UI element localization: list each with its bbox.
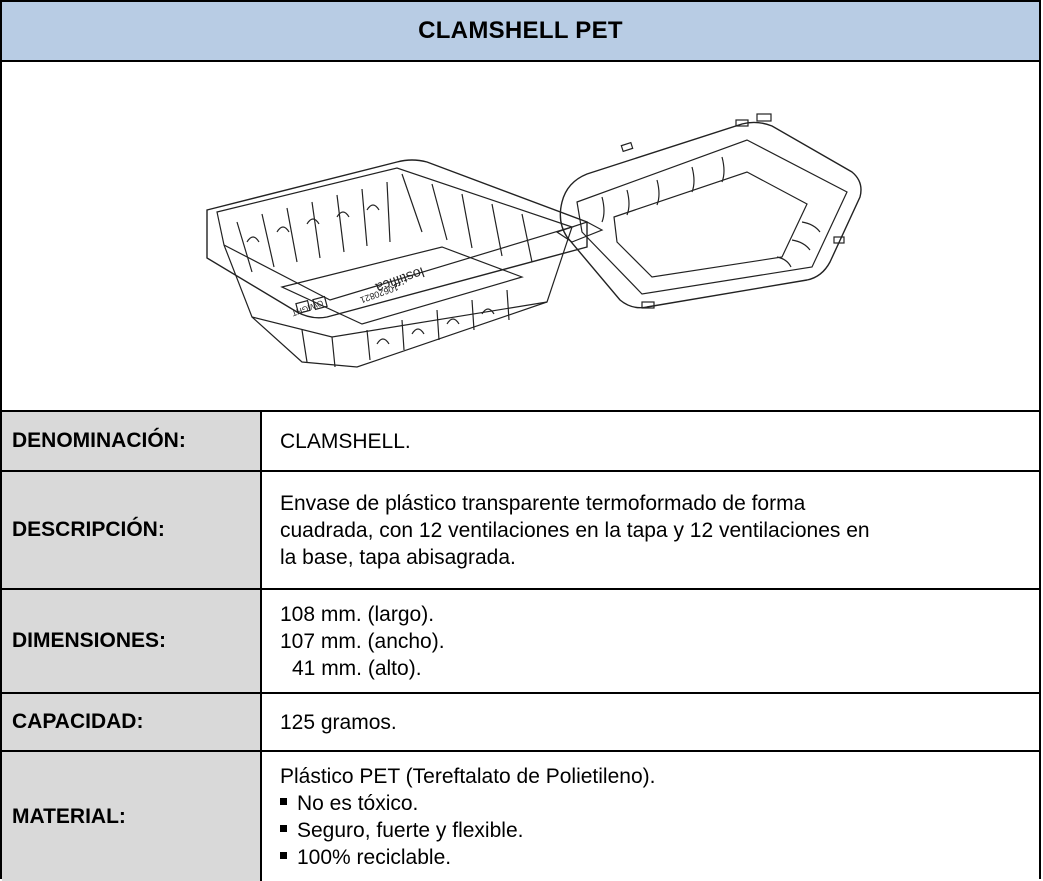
dimensiones-label: DIMENSIONES: (2, 590, 262, 692)
row-material: MATERIAL: Plástico PET (Tereftalato de P… (2, 752, 1039, 881)
material-bullet-text: No es tóxico. (297, 791, 419, 815)
row-descripcion: DESCRIPCIÓN: Envase de plástico transpar… (2, 472, 1039, 590)
descripcion-line: cuadrada, con 12 ventilaciones en la tap… (280, 518, 870, 542)
bullet-icon (280, 825, 287, 833)
material-value: Plástico PET (Tereftalato de Polietileno… (262, 752, 1039, 881)
material-bullet-item: 100% reciclable. (280, 844, 1039, 871)
dimension-ancho: 107 mm. (ancho). (280, 629, 445, 653)
denominacion-label: DENOMINACIÓN: (2, 412, 262, 470)
bullet-icon (280, 798, 287, 806)
row-denominacion: DENOMINACIÓN: CLAMSHELL. (2, 412, 1039, 472)
material-bullet-text: Seguro, fuerte y flexible. (297, 818, 524, 842)
material-label: MATERIAL: (2, 752, 262, 881)
page-title: CLAMSHELL PET (418, 17, 623, 44)
descripcion-label: DESCRIPCIÓN: (2, 472, 262, 588)
dimensiones-value: 108 mm. (largo). 107 mm. (ancho). 41 mm.… (262, 590, 1039, 692)
material-bullet-text: 100% reciclable. (297, 845, 452, 869)
clamshell-container-drawing-icon: lostiffica 10620821 OWIGHT (206, 113, 862, 368)
dimension-alto: 41 mm. (alto). (292, 656, 422, 680)
descripcion-line: la base, tapa abisagrada. (280, 545, 516, 569)
descripcion-line: Envase de plástico transparente termofor… (280, 491, 806, 515)
material-intro: Plástico PET (Tereftalato de Polietileno… (280, 764, 656, 788)
title-bar: CLAMSHELL PET (2, 2, 1039, 62)
row-dimensiones: DIMENSIONES: 108 mm. (largo). 107 mm. (a… (2, 590, 1039, 694)
capacidad-label: CAPACIDAD: (2, 694, 262, 750)
descripcion-value: Envase de plástico transparente termofor… (262, 472, 1039, 588)
product-image-cell: lostiffica 10620821 OWIGHT (2, 62, 1039, 412)
row-capacidad: CAPACIDAD: 125 gramos. (2, 694, 1039, 752)
material-bullet-item: Seguro, fuerte y flexible. (280, 817, 1039, 844)
denominacion-value: CLAMSHELL. (262, 412, 1039, 470)
bullet-icon (280, 852, 287, 860)
material-bullet-item: No es tóxico. (280, 790, 1039, 817)
denominacion-text: CLAMSHELL. (280, 429, 411, 453)
capacidad-value: 125 gramos. (262, 694, 1039, 750)
capacidad-text: 125 gramos. (280, 710, 397, 734)
dimension-largo: 108 mm. (largo). (280, 602, 435, 626)
